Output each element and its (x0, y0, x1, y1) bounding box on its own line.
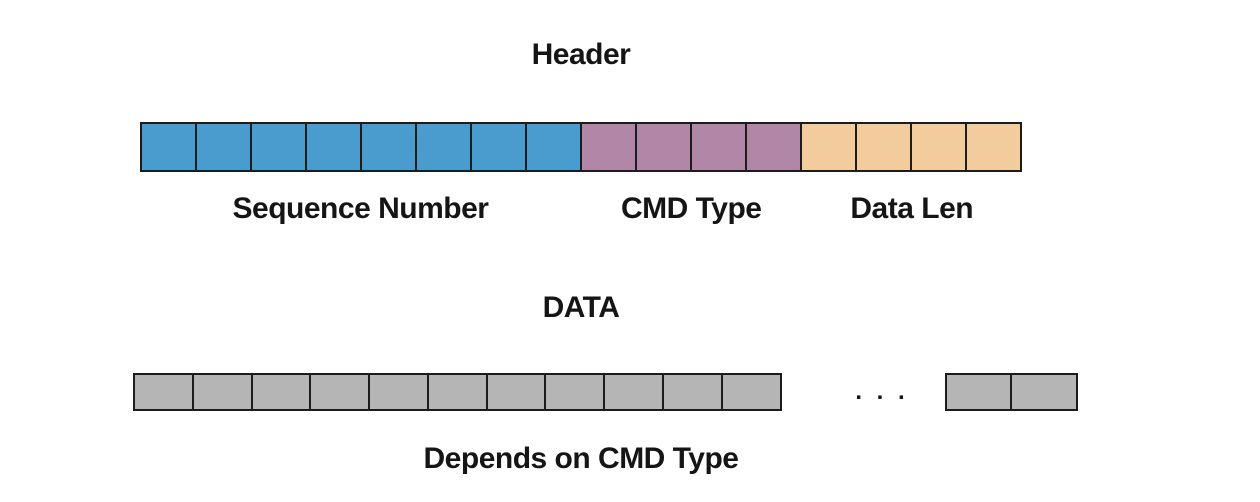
data-cell (603, 373, 665, 411)
data-cell (309, 373, 371, 411)
data-cell (661, 373, 724, 411)
data-cell (368, 373, 430, 411)
data-byte-row-main (133, 373, 782, 411)
header-cell (469, 122, 528, 172)
header-cell (634, 122, 693, 172)
data-byte-row-tail (945, 373, 1078, 411)
header-cell (304, 122, 363, 172)
header-cell (854, 122, 913, 172)
data-section-title: DATA (542, 291, 620, 324)
header-cell (194, 122, 253, 172)
data-cell (133, 373, 195, 411)
header-cell (359, 122, 418, 172)
header-byte-row (140, 122, 1022, 172)
header-cell (799, 122, 858, 172)
data-cell (191, 373, 254, 411)
header-cell (579, 122, 638, 172)
data-caption: Depends on CMD Type (423, 442, 739, 475)
header-field-labels: Sequence Number CMD Type Data Len (140, 194, 1022, 224)
header-cell (964, 122, 1022, 172)
header-cell (414, 122, 473, 172)
data-cell (426, 373, 489, 411)
data-cell (250, 373, 312, 411)
header-cell (140, 122, 198, 172)
data-cell (720, 373, 782, 411)
data-cell (544, 373, 606, 411)
header-cell (744, 122, 803, 172)
header-cell (249, 122, 308, 172)
header-section-title: Header (531, 38, 631, 71)
header-cell (689, 122, 748, 172)
field-label: Sequence Number (232, 192, 489, 225)
field-label: Data Len (850, 192, 974, 225)
header-cell (909, 122, 968, 172)
header-cell (524, 122, 583, 172)
field-label: CMD Type (621, 192, 762, 225)
data-cell (1010, 373, 1078, 411)
data-cell (485, 373, 547, 411)
data-cell (945, 373, 1013, 411)
ellipsis-dots: . . . (855, 378, 909, 405)
